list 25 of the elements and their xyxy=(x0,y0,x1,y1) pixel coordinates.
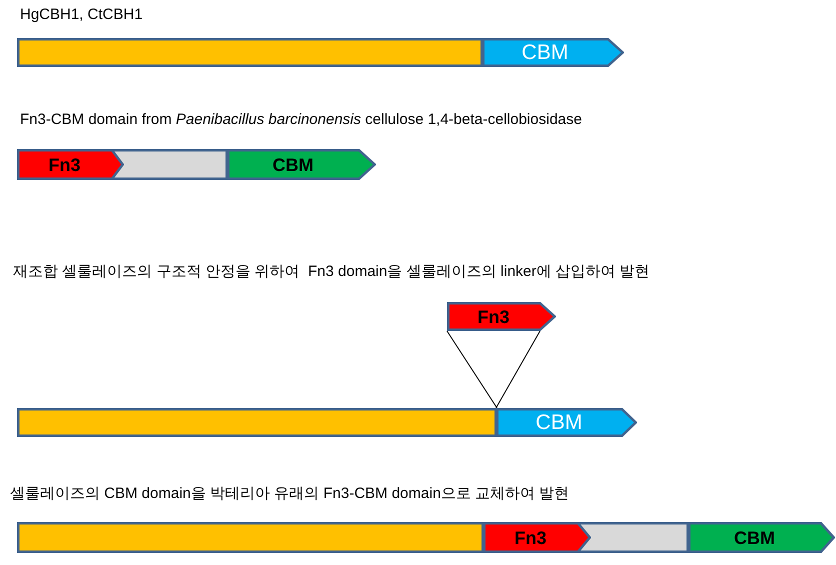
catalytic-domain-segment xyxy=(17,38,483,67)
insertion-line xyxy=(496,330,540,408)
section-heading: 재조합 셀룰레이즈의 구조적 안정을 위하여 Fn3 domain을 셀룰레이즈의 linker에 삽입하여 발현 xyxy=(13,262,650,282)
cbm-domain-segment xyxy=(482,38,624,67)
domain-label: CBM xyxy=(734,528,775,546)
linker-segment xyxy=(110,149,228,180)
cbm-domain-segment xyxy=(688,522,835,553)
domain-label: CBM xyxy=(536,412,582,433)
section-heading: Fn3-CBM domain from Paenibacillus barcinonensis cellulose 1,4-beta-cellobiosidase xyxy=(20,110,582,130)
section-heading: HgCBH1, CtCBH1 xyxy=(20,5,143,25)
domain-label: CBM xyxy=(522,42,568,63)
domain-label: Fn3 xyxy=(514,528,546,546)
cbm-domain-segment xyxy=(227,149,376,180)
catalytic-domain-segment xyxy=(17,522,484,553)
fn3-domain-segment xyxy=(483,522,591,553)
domain-label: CBM xyxy=(272,156,314,174)
cbm-domain-segment xyxy=(496,408,637,437)
linker-segment xyxy=(576,522,689,553)
fn3-domain-segment xyxy=(17,149,124,180)
catalytic-domain-segment xyxy=(17,408,497,437)
insertion-line xyxy=(446,330,498,408)
domain-label: Fn3 xyxy=(48,156,80,174)
fn3-domain-segment xyxy=(447,302,556,331)
domain-label: Fn3 xyxy=(477,308,510,326)
section-heading: 셀룰레이즈의 CBM domain을 박테리아 유래의 Fn3-CBM domain으로 교체하여 발현 xyxy=(10,484,570,504)
